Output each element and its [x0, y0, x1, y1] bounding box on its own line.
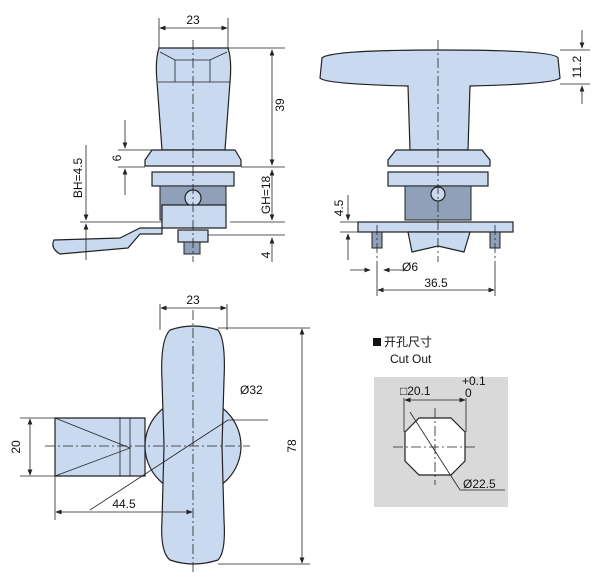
cutout-tol-upper: +0.1: [462, 374, 486, 388]
top-view: 23 Ø32 20 78 44.5: [9, 293, 310, 572]
cutout-diameter: Ø22.5: [463, 477, 496, 491]
cutout-title-en: Cut Out: [390, 352, 432, 366]
dim-length: 78: [285, 439, 299, 453]
dim-top-width: 23: [186, 293, 200, 307]
dim-handle-thickness: 11.2: [570, 55, 584, 78]
dim-bottom: 4: [259, 251, 273, 258]
dim-cam-width: 20: [9, 440, 23, 454]
cutout-section: 开孔尺寸 Cut Out □20.1 +0.1 0 Ø22.5: [373, 335, 508, 507]
cutout-square: □20.1: [400, 384, 431, 398]
dim-gh: GH=18: [259, 175, 273, 214]
dim-diameter: Ø32: [240, 383, 263, 397]
cutout-title-cn: 开孔尺寸: [384, 335, 432, 349]
dim-flange: 6: [110, 154, 124, 161]
front-view: 11.2 4.5 Ø6 36.5: [319, 30, 590, 296]
cutout-tol-lower: 0: [465, 386, 472, 400]
dim-cam-length: 44.5: [112, 497, 136, 511]
dim-bh: BH=4.5: [71, 157, 85, 198]
side-view: 23 39 6 BH=4.5 GH=18 4: [52, 13, 287, 262]
dim-plate: 4.5: [332, 199, 346, 216]
dim-width: 23: [186, 13, 200, 27]
dim-hole: Ø6: [402, 260, 418, 274]
dim-hole-spacing: 36.5: [424, 276, 448, 290]
dim-height: 39: [273, 98, 287, 112]
